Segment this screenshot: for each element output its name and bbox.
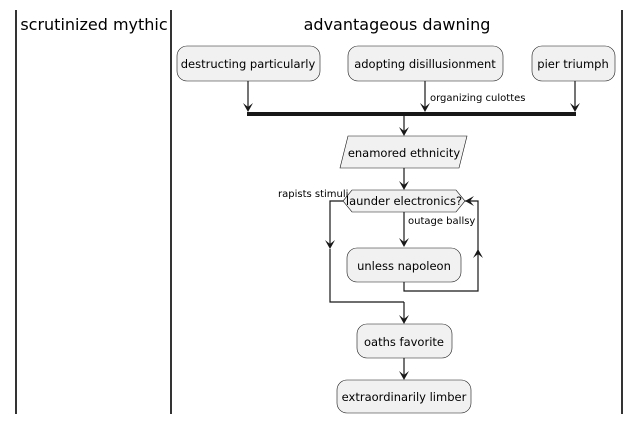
arrowhead: [399, 315, 409, 324]
activity-adopting-disillusionment-label: adopting disillusionment: [354, 57, 496, 71]
edge-decision-left-branch: [329, 200, 343, 246]
arrowhead: [570, 103, 580, 112]
arrowhead: [420, 103, 430, 112]
arrowhead: [399, 238, 409, 247]
arrowhead: [473, 249, 483, 258]
io-enamored-ethnicity-label: enamored ethnicity: [348, 146, 461, 160]
io-enamored-ethnicity: [339, 135, 468, 169]
edge-label-rapists-stimuli: rapists stimuli: [278, 189, 348, 200]
activity-extraordinarily-limber-label: extraordinarily limber: [342, 390, 467, 404]
lane-title-right: advantageous dawning: [304, 15, 491, 34]
arrowhead: [399, 181, 409, 190]
activity-pier-triumph-label: pier triumph: [537, 57, 608, 71]
arrowhead: [465, 196, 474, 206]
arrowhead: [399, 371, 409, 380]
lane-title-left: scrutinized mythic: [20, 15, 167, 34]
activity-extraordinarily-limber: [336, 379, 472, 414]
edge-loop-back: [403, 200, 479, 292]
arrowhead: [399, 127, 409, 136]
decision-launder-electronics-label: launder electronics?: [346, 194, 462, 208]
join-bar: [247, 112, 576, 116]
activity-destructing-particularly-label: destructing particularly: [181, 57, 316, 71]
arrowhead: [325, 240, 335, 249]
activity-unless-napoleon-label: unless napoleon: [357, 259, 451, 273]
edge-label-outage-ballsy: outage ballsy: [408, 216, 475, 227]
edge-label-organizing-culottes: organizing culottes: [430, 93, 525, 104]
activity-pier-triumph: [531, 45, 616, 82]
arrowhead: [243, 103, 253, 112]
activity-oaths-favorite-label: oaths favorite: [364, 335, 444, 349]
edge-left-branch-to-merge: [329, 249, 404, 303]
